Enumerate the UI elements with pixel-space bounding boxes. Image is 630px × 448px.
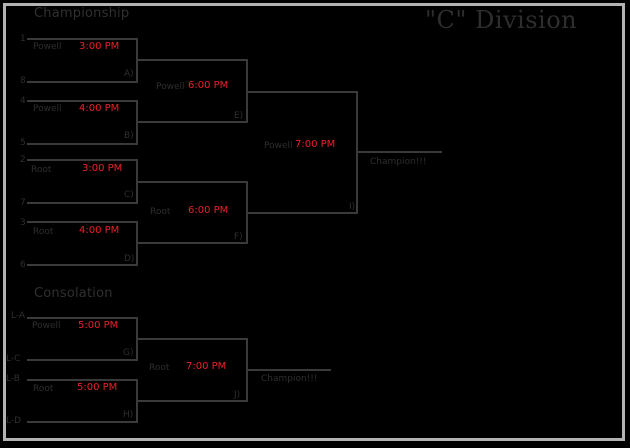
game-time: 6:00 PM (188, 80, 229, 91)
game-label: C) (124, 190, 134, 200)
game-label: D) (124, 254, 135, 264)
game-time: 4:00 PM (79, 103, 120, 114)
game-time: 6:00 PM (188, 205, 229, 216)
bracket-line (27, 379, 138, 381)
bracket-line (27, 38, 138, 40)
bracket-line (27, 159, 138, 161)
game-label: E) (234, 111, 244, 121)
seed-label: 3 (20, 218, 26, 228)
champion-line (357, 151, 442, 153)
venue-label: Root (31, 165, 52, 175)
seed-label: 1 (20, 34, 26, 44)
seed-label: 6 (20, 260, 26, 270)
venue-label: Root (33, 227, 54, 237)
champion-label: Champion!!! (261, 374, 318, 384)
venue-label: Root (150, 207, 171, 217)
bracket-line (27, 81, 138, 83)
bracket-line (27, 221, 138, 223)
venue-label: Powell (33, 104, 62, 114)
venue-label: Root (149, 363, 170, 373)
seed-label: L-D (6, 416, 22, 426)
game-time: 3:00 PM (82, 163, 123, 174)
bracket-line (137, 121, 248, 123)
bracket-line (137, 338, 248, 340)
venue-label: Powell (264, 141, 293, 151)
game-label: H) (123, 410, 134, 420)
bracket-line (27, 202, 138, 204)
game-label: B) (124, 131, 134, 141)
seed-label: 2 (20, 155, 26, 165)
seed-label: 4 (20, 96, 26, 106)
game-time: 3:00 PM (79, 41, 120, 52)
bracket-line (27, 317, 138, 319)
consolation-title: Consolation (34, 286, 113, 301)
game-label: I) (349, 202, 356, 212)
seed-label: L-B (6, 374, 20, 384)
game-time: 7:00 PM (295, 139, 336, 150)
bracket-line (27, 421, 138, 423)
bracket-line (27, 359, 138, 361)
game-time: 4:00 PM (79, 225, 120, 236)
bracket-line (27, 100, 138, 102)
seed-label: L-A (11, 311, 26, 321)
bracket-line (137, 242, 248, 244)
bracket-line (137, 181, 248, 183)
game-label: A) (124, 69, 134, 79)
game-label: G) (123, 348, 134, 358)
seed-label: L-C (6, 354, 21, 364)
game-label: J) (234, 390, 241, 400)
game-time: 5:00 PM (77, 382, 118, 393)
seed-label: 5 (20, 138, 26, 148)
seed-label: 7 (20, 198, 26, 208)
game-time: 7:00 PM (186, 361, 227, 372)
bracket-line (27, 143, 138, 145)
champion-label: Champion!!! (370, 157, 427, 167)
venue-label: Root (33, 384, 54, 394)
seed-label: 8 (20, 76, 26, 86)
venue-label: Powell (32, 321, 61, 331)
championship-title: Championship (34, 6, 130, 21)
game-time: 5:00 PM (78, 320, 119, 331)
bracket-line (137, 400, 248, 402)
champion-line (247, 369, 331, 371)
venue-label: Powell (156, 82, 185, 92)
division-title: "C" Division (425, 6, 578, 34)
venue-label: Powell (33, 42, 62, 52)
bracket-line (247, 212, 358, 214)
game-label: F) (234, 232, 243, 242)
bracket-line (137, 59, 248, 61)
bracket-line (247, 91, 358, 93)
bracket-line (27, 264, 138, 266)
